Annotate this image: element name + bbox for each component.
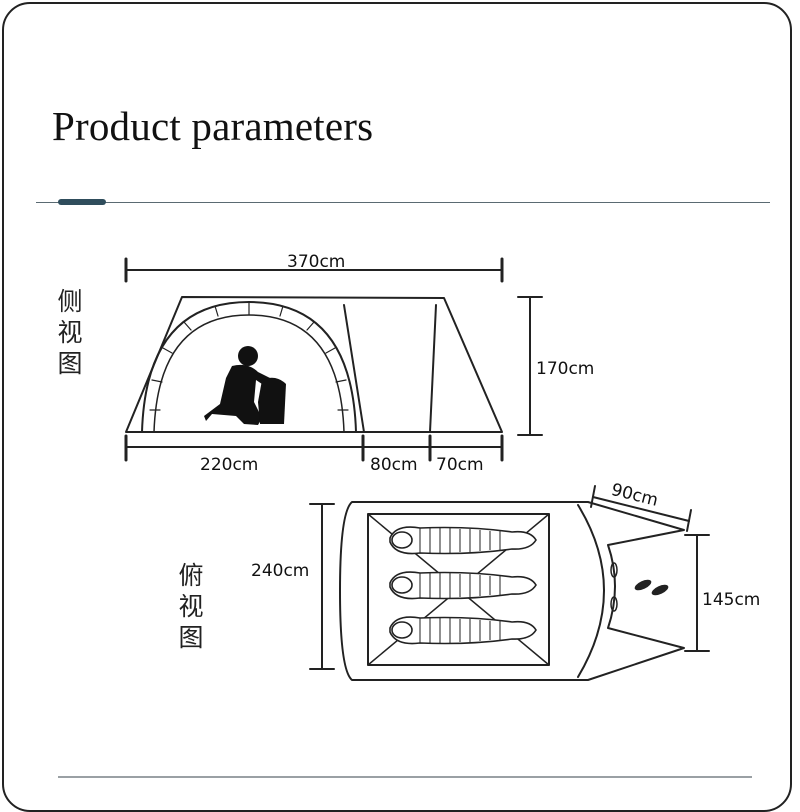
sleeping-bags [389,526,537,645]
title-divider [36,202,770,203]
page-title: Product parameters [52,103,374,149]
door-width-dimension-line [684,534,710,652]
front-length-dimension: 70cm [436,455,484,475]
vestibule-depth-dimension-line [590,485,692,532]
width-dimension-line [309,503,335,670]
side-view-label: 侧视图 [57,287,83,378]
shoes [610,562,669,612]
length-dimension: 370cm [287,252,346,272]
title-accent-bar [58,199,106,205]
sleeping-bag-3 [389,616,537,645]
tent-pole-middle [343,304,365,433]
height-dimension-line [517,296,543,436]
sleeping-bag-1 [389,526,537,555]
door-width-dimension: 145cm [702,590,761,610]
inner-length-dimension: 220cm [200,455,259,475]
arch-ticks [149,301,349,411]
sleeping-bag-2 [389,571,537,600]
vestibule-curve [577,504,605,678]
length-dimension-line [124,257,504,283]
tent-pole-front [429,304,437,433]
inner-tent-rect [367,513,550,666]
width-dimension: 240cm [251,561,310,581]
tent-side-outline [125,296,503,433]
bottom-divider [58,776,752,778]
top-view-label: 俯视图 [178,561,204,652]
height-dimension: 170cm [536,359,595,379]
person-silhouette [204,346,286,425]
bottom-dimension-line [124,434,504,462]
middle-length-dimension: 80cm [370,455,418,475]
tent-top-outline [339,501,685,681]
